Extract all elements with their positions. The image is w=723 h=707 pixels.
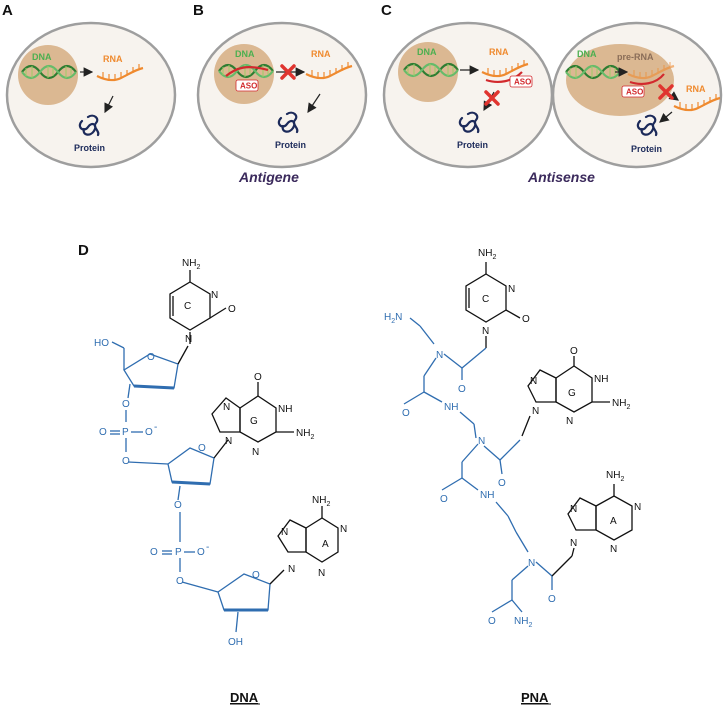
svg-text:O: O (488, 616, 496, 627)
svg-text:NH2: NH2 (312, 495, 330, 508)
svg-text:N: N (634, 502, 641, 513)
svg-text:O: O (402, 408, 410, 419)
svg-text:N: N (566, 416, 573, 427)
antisense-caption: Antisense (527, 169, 595, 185)
panel-c-prerna: pre-RNA (617, 52, 654, 62)
pna-structure: NH2 C N O N H2N N O O NH N O O (384, 248, 641, 629)
svg-text:O: O (147, 352, 155, 363)
svg-text:N: N (211, 290, 218, 301)
svg-text:C: C (482, 294, 489, 305)
svg-text:P: P (175, 547, 182, 558)
svg-text:N: N (478, 436, 485, 447)
svg-text:O: O (254, 372, 262, 383)
panel-c-aso: ASO (514, 78, 531, 87)
svg-text:NH: NH (480, 490, 494, 501)
panel-b-cell: DNA ASO RNA Protein (196, 21, 368, 169)
panel-d-label: D (78, 242, 89, 259)
svg-text:-: - (154, 422, 157, 433)
svg-text:O: O (122, 456, 130, 467)
aso-strand (225, 66, 269, 77)
svg-text:O: O (99, 427, 107, 438)
panel-c-rna2: RNA (686, 84, 706, 94)
svg-text:-: - (206, 542, 209, 553)
svg-text:G: G (250, 416, 258, 427)
svg-text:O: O (228, 304, 236, 315)
panel-c-aso2: ASO (626, 88, 643, 97)
svg-text:NH2: NH2 (296, 428, 314, 441)
panel-c-rna: RNA (489, 47, 509, 57)
panel-b-dna: DNA (235, 49, 255, 59)
svg-text:N: N (288, 564, 295, 575)
svg-text:N: N (225, 436, 232, 447)
svg-text:N: N (530, 376, 537, 387)
svg-text:N: N (508, 284, 515, 295)
svg-text:N: N (281, 527, 288, 538)
svg-text:NH: NH (594, 374, 608, 385)
svg-text:H2N: H2N (384, 312, 402, 325)
svg-text:N: N (223, 402, 230, 413)
panel-b-protein: Protein (275, 140, 306, 150)
svg-text:N: N (482, 326, 489, 337)
svg-text:P: P (122, 427, 129, 438)
svg-text:HO: HO (94, 338, 109, 349)
svg-text:O: O (122, 399, 130, 410)
svg-text:A: A (322, 539, 329, 550)
panel-b-rna: RNA (311, 49, 331, 59)
panel-a-rna: RNA (103, 54, 123, 64)
panel-c-protein: Protein (457, 140, 488, 150)
pna-title: PNA (521, 690, 549, 705)
svg-text:N: N (610, 544, 617, 555)
svg-text:N: N (528, 558, 535, 569)
svg-text:NH: NH (278, 404, 292, 415)
svg-text:O: O (498, 478, 506, 489)
svg-text:NH2: NH2 (514, 616, 532, 629)
svg-text:N: N (318, 568, 325, 579)
svg-text:O: O (197, 547, 205, 558)
antigene-caption: Antigene (238, 169, 299, 185)
panel-a-protein: Protein (74, 143, 105, 153)
panel-a-dna: DNA (32, 52, 52, 62)
panel-b-label: B (193, 2, 204, 19)
svg-text:N: N (185, 334, 192, 345)
svg-text:N: N (532, 406, 539, 417)
panel-c-dna2: DNA (577, 49, 597, 59)
svg-text:NH2: NH2 (478, 248, 496, 261)
svg-text:N: N (340, 524, 347, 535)
svg-text:O: O (145, 427, 153, 438)
svg-text:O: O (458, 384, 466, 395)
panel-c-label: C (381, 2, 392, 19)
svg-text:O: O (150, 547, 158, 558)
svg-text:N: N (570, 538, 577, 549)
svg-text:O: O (176, 576, 184, 587)
svg-text:O: O (440, 494, 448, 505)
dna-structure: NH2 C N N O HO O O O P O- O O O (94, 258, 347, 648)
svg-text:N: N (436, 350, 443, 361)
svg-text:O: O (522, 314, 530, 325)
svg-text:C: C (184, 301, 191, 312)
svg-text:O: O (570, 346, 578, 357)
panel-c-cell-2: DNA pre-RNA ASO RNA Protein (551, 21, 723, 169)
svg-text:NH2: NH2 (606, 470, 624, 483)
svg-text:O: O (198, 443, 206, 454)
panel-c-cell-1: DNA RNA ASO Protein (382, 21, 554, 169)
svg-text:NH2: NH2 (182, 258, 200, 271)
svg-text:A: A (610, 516, 617, 527)
svg-text:O: O (174, 500, 182, 511)
panel-b-aso: ASO (240, 82, 257, 91)
svg-text:NH2: NH2 (612, 398, 630, 411)
svg-text:N: N (252, 447, 259, 458)
panel-c-protein2: Protein (631, 144, 662, 154)
svg-text:OH: OH (228, 637, 243, 648)
svg-text:N: N (570, 504, 577, 515)
svg-text:G: G (568, 388, 576, 399)
panel-c-dna: DNA (417, 47, 437, 57)
dna-title: DNA (230, 690, 259, 705)
panel-a-label: A (2, 2, 13, 19)
svg-text:O: O (252, 570, 260, 581)
svg-text:NH: NH (444, 402, 458, 413)
panel-a-cell: DNA RNA Protein (5, 21, 177, 169)
svg-text:O: O (548, 594, 556, 605)
